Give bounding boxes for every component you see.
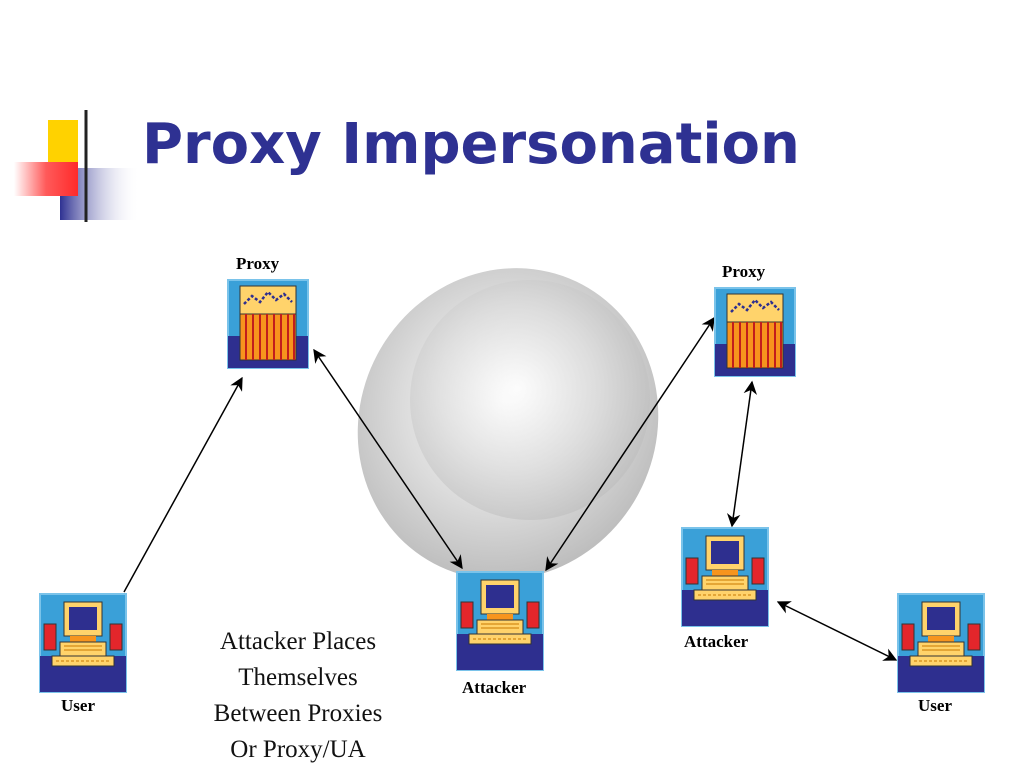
- attacker-right-computer-icon: [681, 527, 769, 627]
- attacker-center-computer-icon: [456, 571, 544, 671]
- user-left-computer-icon: [39, 593, 127, 693]
- arrow-proxy-left-attacker: [313, 348, 463, 570]
- slide-title: Proxy Impersonation: [142, 112, 800, 177]
- diagram-caption: Attacker Places Themselves Between Proxi…: [178, 624, 418, 768]
- caption-line: Or Proxy/UA: [230, 736, 366, 763]
- arrow-attacker-proxy-right: [545, 316, 715, 572]
- arrow-attacker-right-user-right: [776, 601, 898, 661]
- user-right-computer-icon: [897, 593, 985, 693]
- proxy-left-label: Proxy: [236, 254, 280, 273]
- proxy-right-icon: [713, 286, 797, 378]
- user-left-label: User: [61, 696, 95, 715]
- attacker-center-label: Attacker: [462, 678, 527, 697]
- caption-line: Between Proxies: [213, 700, 383, 727]
- caption-line: Themselves: [238, 664, 358, 691]
- connection-arrows: [123, 316, 898, 661]
- arrow-proxy-right-attacker-right: [726, 380, 758, 528]
- attacker-right-label: Attacker: [684, 632, 749, 651]
- user-right-label: User: [918, 696, 952, 715]
- proxy-left-icon: [226, 278, 310, 370]
- proxy-right-label: Proxy: [722, 262, 766, 281]
- title-accent-graphic: [14, 110, 960, 222]
- caption-line: Attacker Places: [219, 628, 377, 655]
- arrow-user-to-proxy-left: [123, 376, 243, 593]
